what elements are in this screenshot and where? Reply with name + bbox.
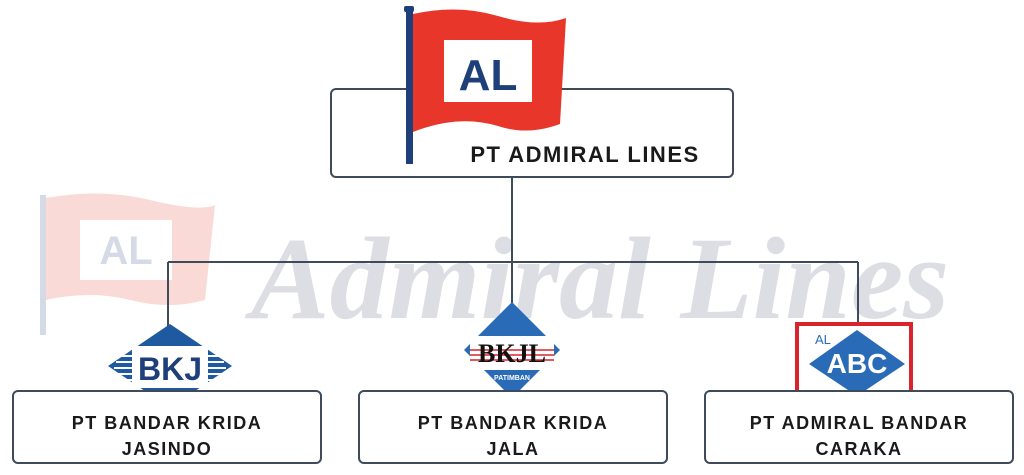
root-node-label: PT ADMIRAL LINES bbox=[470, 142, 700, 167]
child-node-label-line1: PT BANDAR KRIDA bbox=[71, 413, 263, 433]
child-node-label-line1: PT BANDAR KRIDA bbox=[417, 413, 609, 433]
abc-logo-text: ABC bbox=[827, 348, 888, 379]
bkjl-logo-subtext: PATIMBAN bbox=[494, 375, 530, 382]
bkjl-diamond-logo: BKJL PATIMBAN bbox=[464, 302, 560, 398]
bkj-logo-text: BKJ bbox=[138, 351, 202, 387]
abc-logo-prefix: AL bbox=[815, 332, 831, 347]
child-node-label-line2: JASINDO bbox=[121, 439, 213, 459]
child-node-label-line2: JALA bbox=[486, 439, 540, 459]
admiral-lines-flag-logo: AL bbox=[404, 6, 566, 164]
child-node-box-bkjl: PT BANDAR KRIDA JALA bbox=[358, 390, 668, 464]
root-logo-text: AL bbox=[459, 51, 518, 100]
child-node-label-line2: CARAKA bbox=[815, 439, 903, 459]
root-node-box: PT ADMIRAL LINES bbox=[330, 88, 734, 178]
bkjl-logo-text: BKJL bbox=[478, 339, 546, 368]
child-node-box-abc: PT ADMIRAL BANDAR CARAKA bbox=[704, 390, 1014, 464]
abc-framed-logo: AL ABC bbox=[795, 322, 913, 402]
child-node-label-line1: PT ADMIRAL BANDAR bbox=[749, 413, 969, 433]
bkj-diamond-logo: BKJ bbox=[108, 324, 232, 408]
child-node-box-bkj: PT BANDAR KRIDA JASINDO bbox=[12, 390, 322, 464]
